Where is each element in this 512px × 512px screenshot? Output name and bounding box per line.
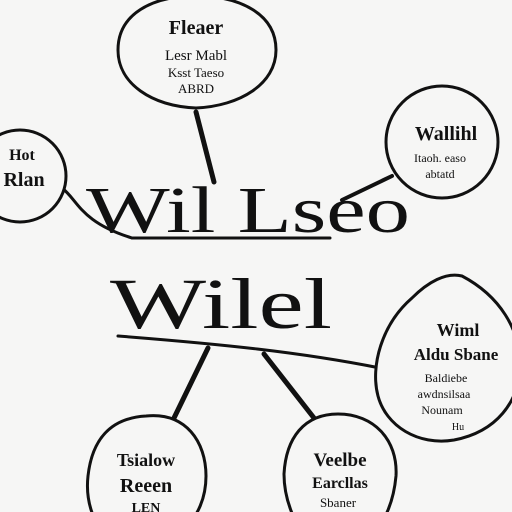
bubble-right-line-5: Nounam	[421, 403, 463, 417]
connector-top	[193, 109, 217, 185]
title-group: Wil Lseo Wilel	[86, 174, 410, 344]
bubble-top-line-3: Ksst Taeso	[168, 65, 224, 80]
bubble-bottom-center-line-3: Sbaner	[320, 495, 357, 510]
bubble-right: Wiml Aldu Sbane Baldiebe awdnsilsaa Noun…	[374, 273, 512, 443]
connectors	[60, 109, 394, 421]
bubble-bottom-left-line-3: LEN	[132, 501, 161, 512]
connector-top-right	[340, 174, 394, 202]
bubble-left-line-2: Rlan	[3, 169, 44, 191]
title-line-2: Wilel	[110, 264, 332, 344]
bubble-left-shape	[0, 128, 68, 224]
bubble-bottom-left-line-1: Tsialow	[117, 450, 175, 470]
bubble-top-right-line-1: Wallihl	[415, 123, 478, 145]
bubble-right-line-4: awdnsilsaa	[418, 387, 471, 401]
connector-bottom-left	[171, 345, 211, 421]
bubble-bottom-center-line-1: Veelbe	[313, 450, 366, 471]
bubble-left-line-1: Hot	[9, 147, 35, 164]
bubble-top-line-1: Fleaer	[169, 17, 224, 39]
bubble-top-line-4: ABRD	[178, 81, 214, 96]
bubble-right-line-2: Aldu Sbane	[414, 345, 499, 364]
bubble-right-line-6: Hu	[452, 422, 464, 433]
bubble-right-shape	[374, 273, 512, 443]
bubble-top-right: Wallihl Itaoh. easo abtatd	[384, 84, 500, 200]
connector-middle-bar	[116, 334, 382, 370]
bubble-top: Fleaer Lesr Mabl Ksst Taeso ABRD	[116, 0, 278, 110]
bubble-bottom-left-shape	[86, 414, 208, 512]
bubble-top-right-line-3: abtatd	[425, 167, 454, 181]
bubble-top-line-2: Lesr Mabl	[165, 48, 227, 64]
bubble-bottom-center-shape	[282, 412, 398, 512]
bubble-left: Hot Rlan	[0, 128, 68, 224]
bubble-top-right-line-2: Itaoh. easo	[414, 151, 466, 165]
bubble-right-line-3: Baldiebe	[425, 371, 468, 385]
bubble-bottom-left-line-2: Reeen	[120, 475, 172, 497]
bubble-top-shape	[116, 0, 278, 110]
bubble-bottom-center: Veelbe Earcllas Sbaner	[282, 412, 398, 512]
bubble-top-right-shape	[384, 84, 500, 200]
bubble-right-line-1: Wiml	[437, 320, 480, 340]
title-line-1: Wil Lseo	[86, 174, 410, 247]
bubble-bottom-left: Tsialow Reeen LEN	[86, 414, 208, 512]
connector-bottom-center	[261, 351, 317, 421]
connector-left	[60, 186, 134, 240]
bubble-bottom-center-line-2: Earcllas	[312, 475, 368, 492]
